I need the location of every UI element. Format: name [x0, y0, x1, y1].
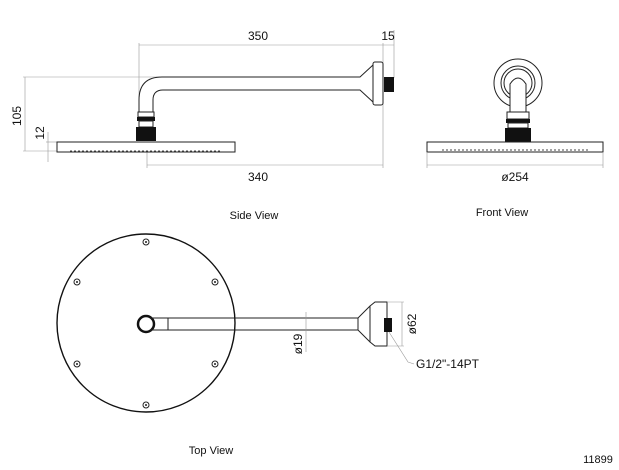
top-view-label: Top View: [189, 445, 233, 457]
thread-callout: G1/2"-14PT: [416, 357, 480, 371]
screw-icons: [73, 238, 219, 409]
dim-projection: 340: [248, 170, 268, 184]
shower-head-front: [426, 141, 604, 153]
dim-head-diameter: ø254: [501, 170, 529, 184]
ball-joint: [136, 127, 156, 141]
dim-flange: 15: [381, 29, 395, 43]
arm-elbow-top: [136, 314, 156, 334]
dim-head-thickness: 12: [33, 126, 47, 140]
arm-front: [509, 77, 527, 113]
drawing-number: 11899: [583, 454, 613, 466]
wall-flange: [372, 61, 384, 106]
side-view: 350 15 105 12 340: [10, 29, 395, 184]
thread-leader-line: [388, 331, 415, 365]
arm-outline: [138, 64, 374, 112]
side-view-label: Side View: [230, 210, 279, 222]
front-view: ø254: [426, 58, 604, 184]
front-view-label: Front View: [476, 207, 528, 219]
dim-flange-diameter: ø62: [405, 313, 419, 334]
shower-head-side: [56, 141, 236, 153]
dim-arm-diameter: ø19: [291, 333, 305, 354]
thread-nut-top: [384, 318, 392, 332]
dim-height: 105: [10, 106, 24, 126]
shower-head-top: [56, 233, 236, 413]
arm-top: [150, 305, 371, 343]
dim-arm-length: 350: [248, 29, 268, 43]
thread-nut: [384, 77, 394, 92]
top-view: ø19 ø62 G1/2"-14PT: [56, 233, 480, 413]
